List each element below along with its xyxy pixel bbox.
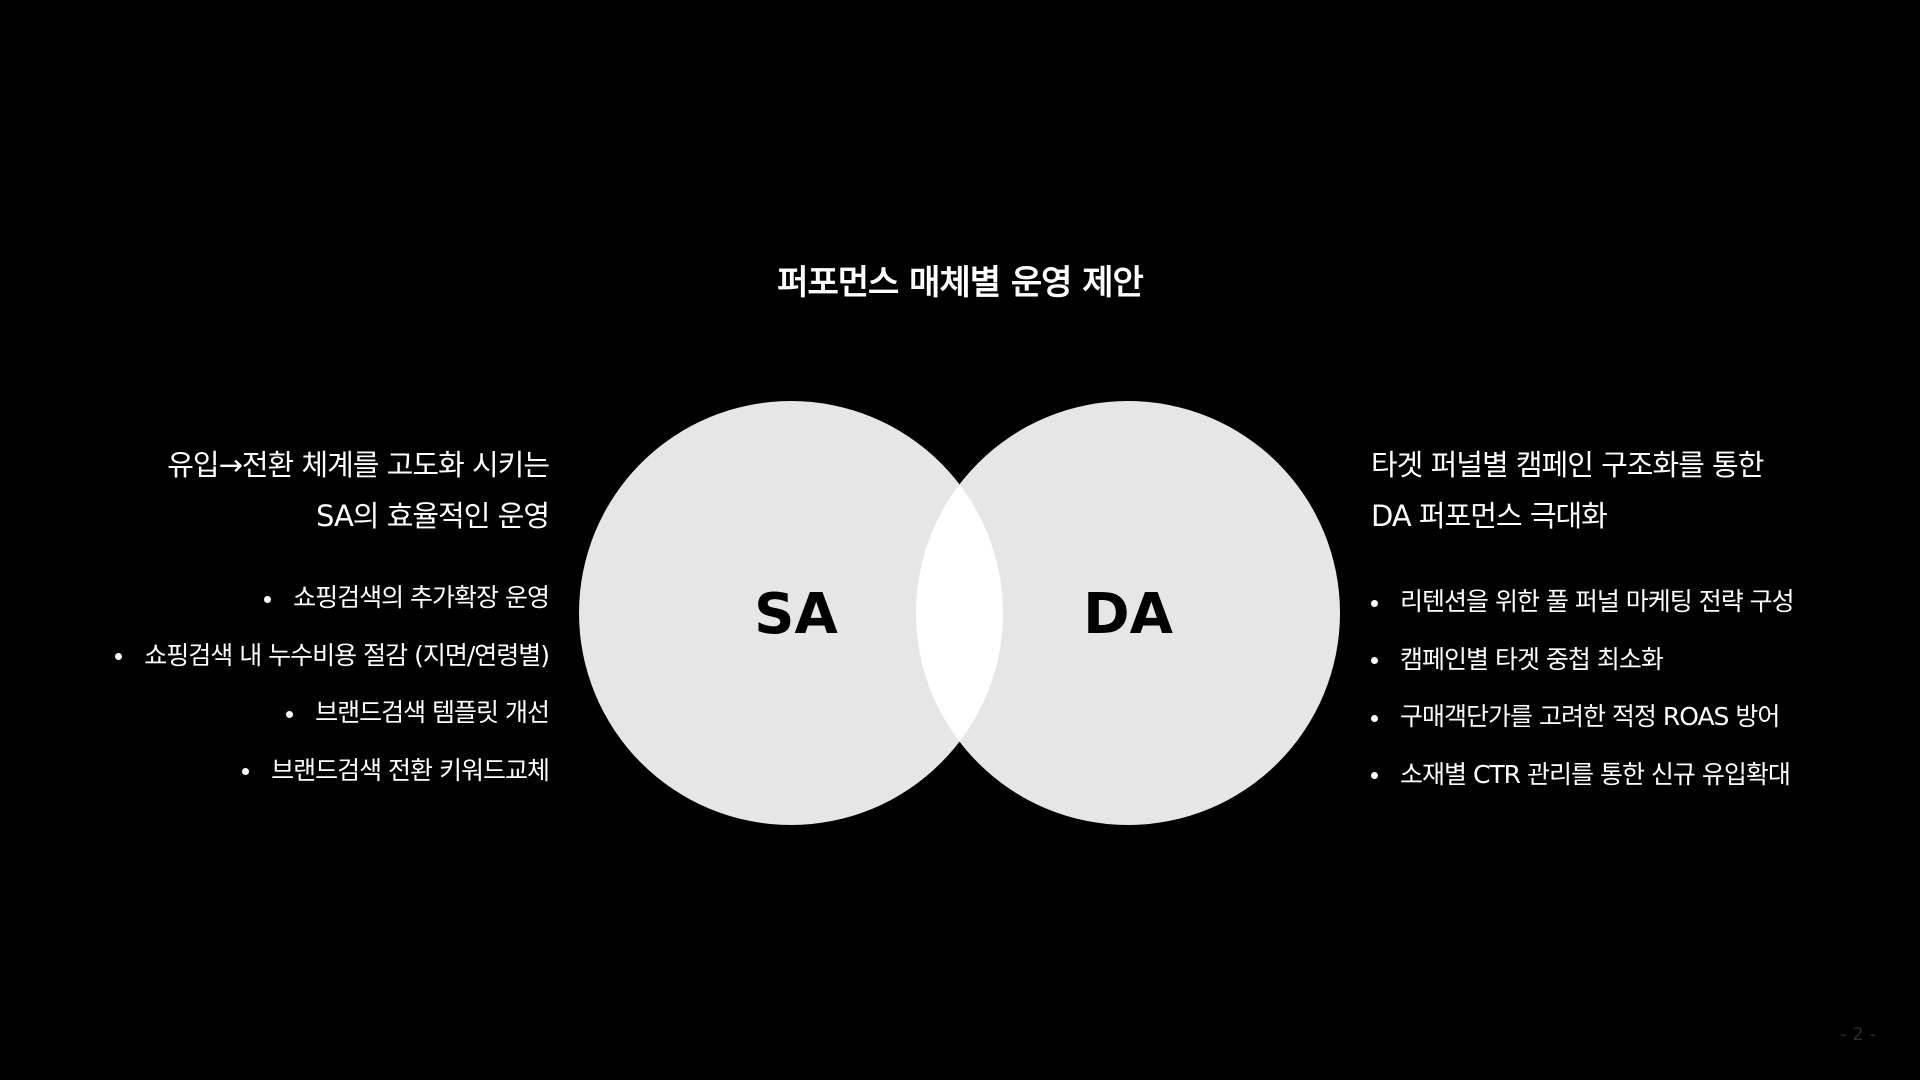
list-item-text: 캠페인별 타겟 중첩 최소화 bbox=[1400, 644, 1664, 674]
list-item-text: 소재별 CTR 관리를 통한 신규 유입확대 bbox=[1400, 759, 1791, 789]
sa-heading: 유입→전환 체계를 고도화 시키는 SA의 효율적인 운영 bbox=[167, 440, 550, 542]
list-item-text: 리텐션을 위한 풀 퍼널 마케팅 전략 구성 bbox=[1400, 587, 1795, 616]
sa-heading-line2: SA의 효율적인 운영 bbox=[316, 499, 550, 533]
venn-circle-sa bbox=[579, 401, 1003, 825]
sa-bullet-list: 쇼핑검색의 추가확장 운영 쇼핑검색 내 누수비용 절감 (지면/연령별) 브랜… bbox=[115, 569, 550, 800]
list-item: 캠페인별 타겟 중첩 최소화 bbox=[1371, 631, 1794, 689]
bullet-icon bbox=[1371, 657, 1378, 664]
bullet-icon bbox=[286, 710, 294, 718]
list-item-text: 구매객단가를 고려한 적정 ROAS 방어 bbox=[1400, 702, 1780, 731]
list-item: 소재별 CTR 관리를 통한 신규 유입확대 bbox=[1371, 746, 1794, 804]
list-item-text: 쇼핑검색의 추가확장 운영 bbox=[293, 583, 550, 612]
venn-label-da: DA bbox=[1083, 582, 1173, 647]
slide-title: 퍼포먼스 매체별 운영 제안 bbox=[777, 263, 1144, 303]
da-bullet-list: 리텐션을 위한 풀 퍼널 마케팅 전략 구성 캠페인별 타겟 중첩 최소화 구매… bbox=[1371, 573, 1795, 804]
sa-heading-line1: 유입→전환 체계를 고도화 시키는 bbox=[167, 448, 550, 482]
list-item: 브랜드검색 템플릿 개선 bbox=[115, 684, 550, 742]
da-heading-line2: DA 퍼포먼스 극대화 bbox=[1371, 499, 1608, 533]
bullet-icon bbox=[1371, 714, 1378, 722]
list-item: 브랜드검색 전환 키워드교체 bbox=[115, 742, 550, 800]
list-item: 쇼핑검색의 추가확장 운영 bbox=[115, 569, 550, 627]
da-heading-line1: 타겟 퍼널별 캠페인 구조화를 통한 bbox=[1371, 448, 1764, 482]
list-item-text: 브랜드검색 전환 키워드교체 bbox=[271, 755, 550, 785]
list-item-text: 쇼핑검색 내 누수비용 절감 (지면/연령별) bbox=[144, 640, 550, 670]
bullet-icon bbox=[264, 595, 272, 603]
list-item: 쇼핑검색 내 누수비용 절감 (지면/연령별) bbox=[115, 627, 550, 685]
page-number: - 2 - bbox=[1840, 1024, 1876, 1045]
list-item: 리텐션을 위한 풀 퍼널 마케팅 전략 구성 bbox=[1371, 573, 1795, 631]
bullet-icon bbox=[115, 653, 123, 660]
list-item-text: 브랜드검색 템플릿 개선 bbox=[315, 698, 550, 727]
list-item: 구매객단가를 고려한 적정 ROAS 방어 bbox=[1371, 688, 1794, 746]
da-heading: 타겟 퍼널별 캠페인 구조화를 통한 DA 퍼포먼스 극대화 bbox=[1371, 440, 1764, 542]
bullet-icon bbox=[1371, 772, 1378, 779]
venn-circle-da bbox=[916, 401, 1340, 825]
bullet-icon bbox=[1371, 599, 1378, 607]
bullet-icon bbox=[242, 768, 250, 775]
venn-label-sa: SA bbox=[754, 582, 838, 647]
